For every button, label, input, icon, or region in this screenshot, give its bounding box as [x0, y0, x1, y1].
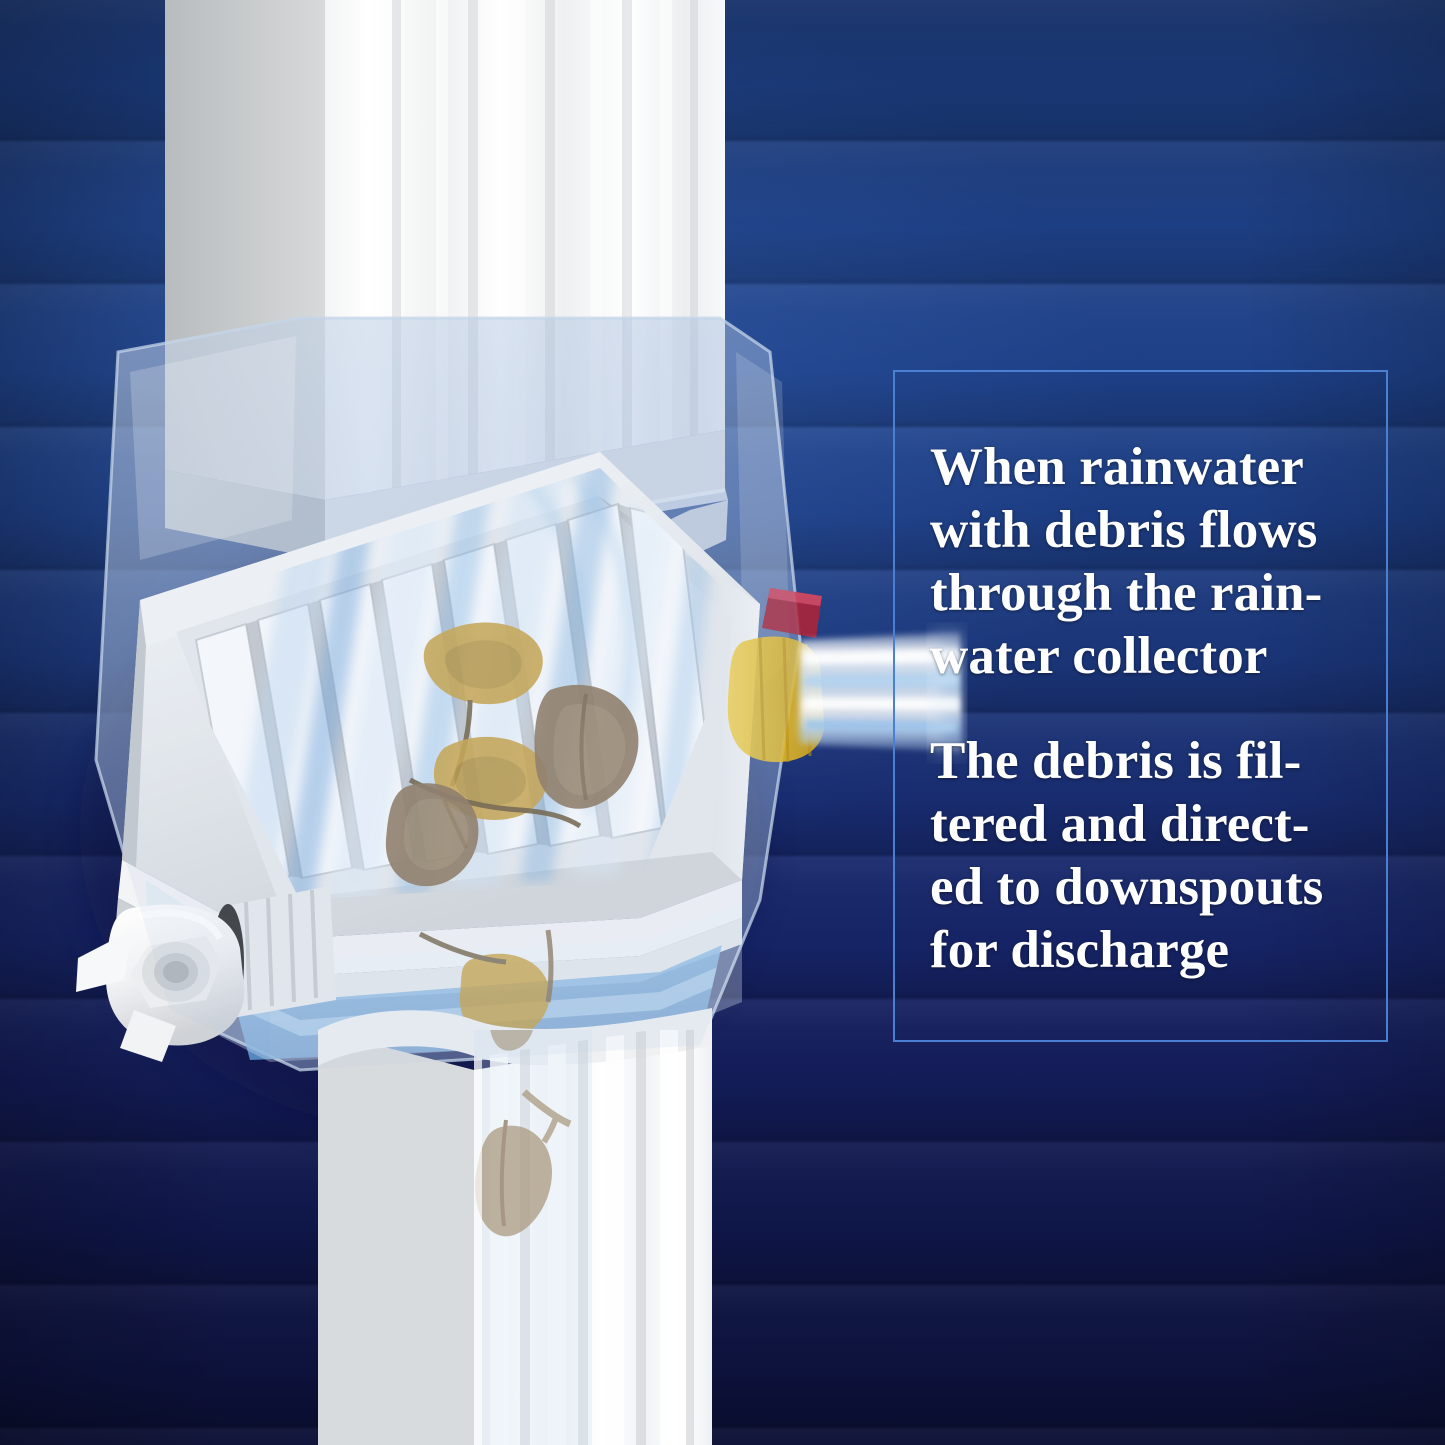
valve-wing-lower — [120, 1010, 176, 1062]
caption1-line3: through the rain- — [930, 564, 1323, 622]
caption2-line2: tered and direct- — [930, 795, 1310, 853]
falling-debris — [475, 1030, 572, 1237]
nozzle-yellow-collar — [727, 636, 825, 763]
caption2-line1: The debris is fil- — [930, 732, 1302, 790]
debris-leaves — [385, 622, 639, 887]
debris-discharge-caption: The debris is fil- tered and direct- ed … — [930, 730, 1360, 982]
valve-wing-upper — [76, 930, 132, 992]
water-jet — [800, 632, 964, 752]
caption2-line3: ed to downspouts — [930, 858, 1324, 916]
caption1-line2: with debris flows — [930, 501, 1318, 559]
caption2-line4: for discharge — [930, 921, 1230, 979]
discharge-nozzle — [727, 588, 964, 763]
housing-front-glass — [96, 318, 800, 1070]
caption1-line1: When rainwater — [930, 438, 1304, 496]
caption1-line4: water collector — [930, 627, 1268, 685]
rainwater-inflow-caption: When rainwater with debris flows through… — [930, 436, 1360, 688]
lower-downspout — [318, 1008, 712, 1445]
hose-valve-cap — [76, 886, 336, 1062]
